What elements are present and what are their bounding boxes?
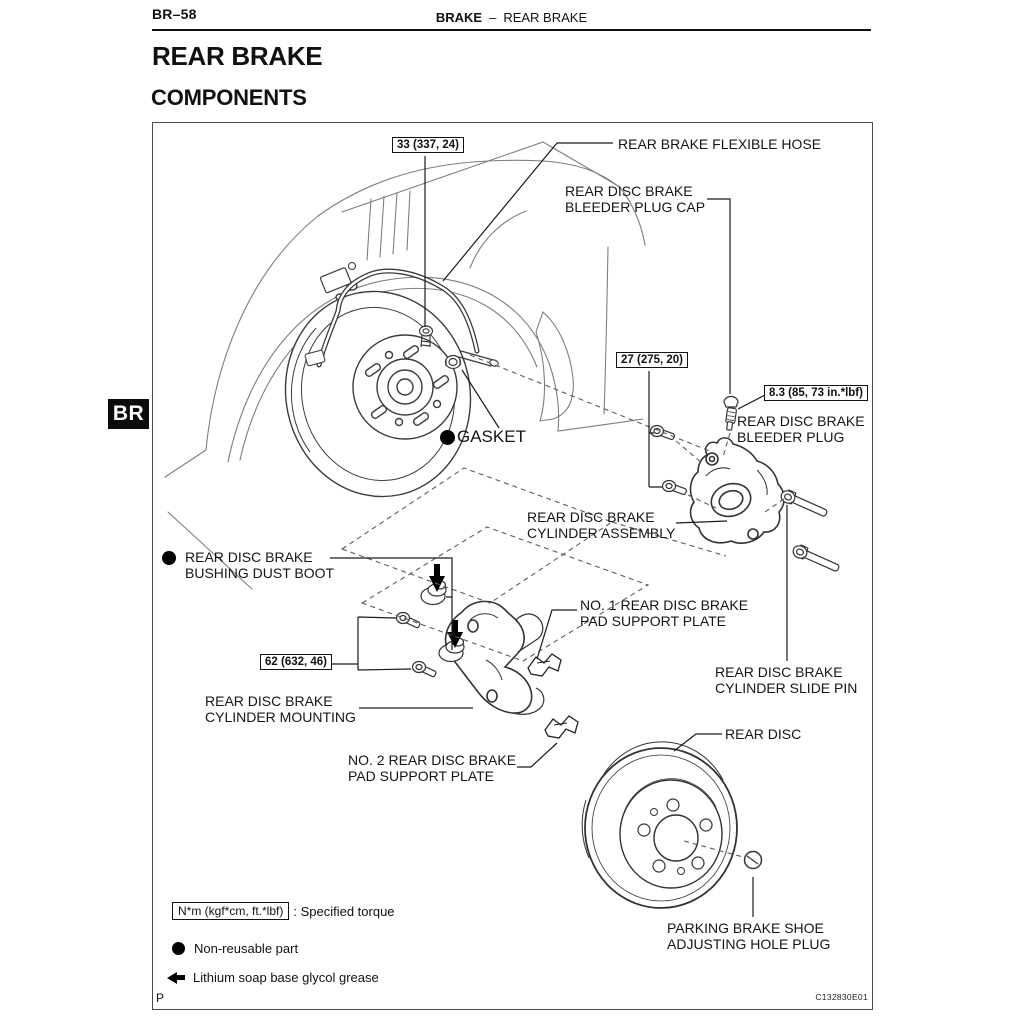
label-line: PARKING BRAKE SHOE bbox=[667, 920, 824, 936]
page-number: BR–58 bbox=[152, 6, 197, 22]
torque-label-bleeder-plug: 8.3 (85, 73 in.*lbf) bbox=[764, 385, 868, 401]
torque-unit-box: N*m (kgf*cm, ft.*lbf) bbox=[172, 902, 290, 920]
figure-code: C132830E01 bbox=[815, 992, 868, 1002]
label-rear-disc: REAR DISC bbox=[725, 726, 802, 742]
torque-label-mounting-bolts: 62 (632, 46) bbox=[260, 654, 333, 670]
label-cylinder-mounting: REAR DISC BRAKE CYLINDER MOUNTING bbox=[205, 693, 356, 725]
pad-clips-drawing bbox=[527, 653, 579, 739]
label-text: REAR DISC BRAKE BUSHING DUST BOOT bbox=[185, 549, 334, 581]
label-parking-brake-plug: PARKING BRAKE SHOE ADJUSTING HOLE PLUG bbox=[667, 920, 830, 952]
label-leader-lines bbox=[330, 142, 788, 917]
label-no2-pad-support-plate: NO. 2 REAR DISC BRAKE PAD SUPPORT PLATE bbox=[348, 752, 516, 784]
label-bushing-dust-boot: REAR DISC BRAKE BUSHING DUST BOOT bbox=[162, 549, 334, 581]
banjo-bolt-drawing bbox=[418, 325, 434, 348]
rear-disc-drawing bbox=[581, 741, 738, 909]
label-line: REAR DISC BRAKE bbox=[565, 183, 693, 199]
flexible-hose-drawing bbox=[304, 261, 499, 368]
label-line: NO. 2 REAR DISC BRAKE bbox=[348, 752, 517, 768]
section-tab: BR bbox=[108, 399, 149, 429]
label-gasket: GASKET bbox=[440, 427, 526, 446]
non-reusable-bullet-icon bbox=[172, 942, 185, 955]
grease-arrow-icon bbox=[167, 971, 185, 984]
breadcrumb-subsection: REAR BRAKE bbox=[503, 10, 588, 25]
label-line: NO. 1 REAR DISC BRAKE bbox=[580, 597, 749, 613]
car-body-drawing bbox=[164, 141, 646, 590]
label-line: REAR DISC BRAKE bbox=[185, 549, 313, 565]
label-bleeder-plug: REAR DISC BRAKE BLEEDER PLUG bbox=[737, 413, 865, 445]
legend-text: Non-reusable part bbox=[194, 941, 299, 956]
section-title: COMPONENTS bbox=[151, 85, 307, 110]
legend-text: Lithium soap base glycol grease bbox=[193, 970, 379, 985]
label-line: REAR DISC BRAKE bbox=[715, 664, 843, 680]
torque-label-caliper-bolts: 27 (275, 20) bbox=[616, 352, 689, 368]
label-line: REAR DISC BRAKE bbox=[737, 413, 865, 429]
label-line: CYLINDER MOUNTING bbox=[205, 709, 356, 725]
label-line: BLEEDER PLUG bbox=[737, 429, 845, 445]
label-line: GASKET bbox=[457, 427, 526, 446]
label-line: CYLINDER ASSEMBLY bbox=[527, 525, 676, 541]
breadcrumb-section: BRAKE bbox=[435, 10, 483, 25]
label-line: ADJUSTING HOLE PLUG bbox=[667, 936, 831, 952]
cylinder-assembly-drawing bbox=[689, 437, 785, 544]
label-line: BLEEDER PLUG CAP bbox=[565, 199, 706, 215]
label-bleeder-plug-cap: REAR DISC BRAKE BLEEDER PLUG CAP bbox=[565, 183, 705, 215]
label-line: PAD SUPPORT PLATE bbox=[348, 768, 495, 784]
legend-specified-torque: N*m (kgf*cm, ft.*lbf) : Specified torque bbox=[172, 902, 395, 920]
label-cylinder-assembly: REAR DISC BRAKE CYLINDER ASSEMBLY bbox=[527, 509, 675, 541]
header-rule bbox=[152, 29, 871, 31]
bleeder-plug-drawing bbox=[723, 395, 739, 431]
legend-non-reusable: Non-reusable part bbox=[172, 941, 298, 956]
legend-grease: Lithium soap base glycol grease bbox=[167, 970, 379, 985]
page-title: REAR BRAKE bbox=[152, 41, 323, 71]
figure-frame bbox=[152, 122, 873, 1010]
slide-pins-drawing bbox=[780, 489, 840, 572]
label-line: BUSHING DUST BOOT bbox=[185, 565, 335, 581]
footer-mark: P bbox=[156, 991, 165, 1005]
label-line: CYLINDER SLIDE PIN bbox=[715, 680, 858, 696]
label-line: REAR DISC BRAKE bbox=[205, 693, 333, 709]
adjusting-plug-drawing bbox=[743, 850, 763, 870]
label-line: PAD SUPPORT PLATE bbox=[580, 613, 727, 629]
non-reusable-bullet-icon bbox=[440, 429, 455, 445]
legend-text: : Specified torque bbox=[293, 903, 395, 919]
label-cylinder-slide-pin: REAR DISC BRAKE CYLINDER SLIDE PIN bbox=[715, 664, 857, 696]
breadcrumb-dash: – bbox=[489, 10, 497, 25]
non-reusable-bullet-icon bbox=[162, 551, 176, 565]
gasket-drawing bbox=[444, 354, 462, 370]
hub-assembly-drawing bbox=[284, 281, 472, 498]
torque-label-hose-banjo: 33 (337, 24) bbox=[392, 137, 465, 153]
breadcrumb: BRAKE–REAR BRAKE bbox=[152, 10, 871, 25]
label-line: REAR DISC BRAKE bbox=[527, 509, 655, 525]
label-no1-pad-support-plate: NO. 1 REAR DISC BRAKE PAD SUPPORT PLATE bbox=[580, 597, 748, 629]
dashed-guide-lines bbox=[340, 354, 785, 858]
caliper-bolts-drawing bbox=[649, 424, 687, 496]
mounting-bracket-drawing bbox=[444, 600, 545, 715]
label-flexible-hose: REAR BRAKE FLEXIBLE HOSE bbox=[618, 136, 822, 152]
